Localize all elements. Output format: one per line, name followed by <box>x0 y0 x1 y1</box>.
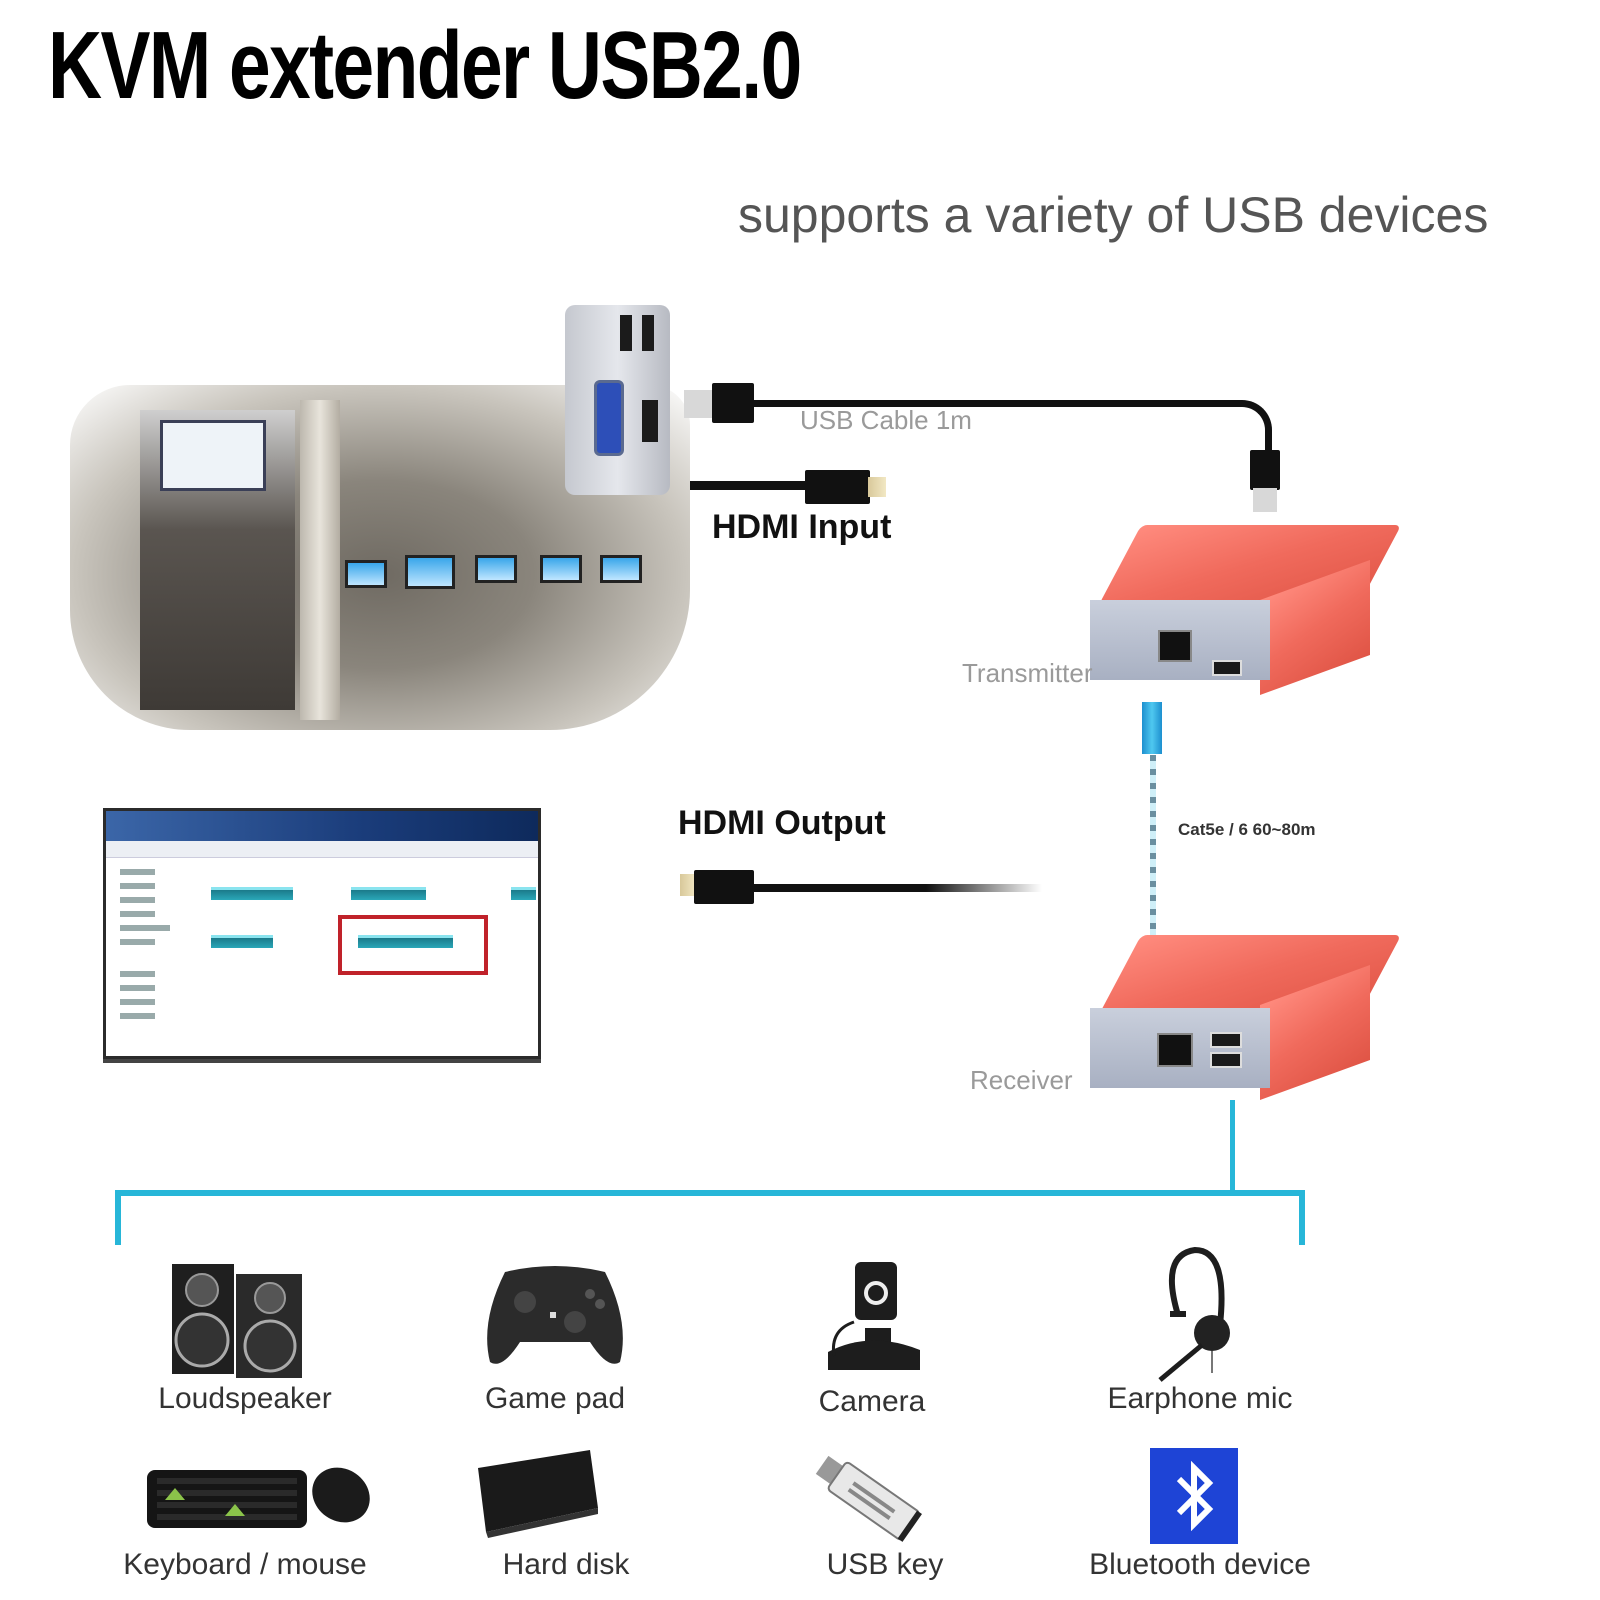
rj45-plug-icon <box>1142 702 1162 754</box>
usb-drive-highlight <box>338 915 488 975</box>
device-label-keyboard-mouse: Keyboard / mouse <box>123 1548 367 1581</box>
usb-tree-left-drop <box>115 1190 121 1245</box>
receiver-label: Receiver <box>970 1065 1073 1095</box>
device-label-earphone-mic: Earphone mic <box>1107 1382 1293 1415</box>
drive-usage-bar <box>511 887 536 900</box>
hdmi-plug-icon <box>805 470 870 504</box>
workstation-monitor <box>475 555 517 583</box>
hdmi-plug-tip <box>680 874 696 896</box>
hard-disk-icon <box>472 1448 602 1538</box>
usb-port-icon <box>642 315 654 351</box>
rj45-port-icon <box>1158 630 1192 662</box>
sidebar-item <box>120 925 170 931</box>
rj45-port-icon <box>1157 1033 1193 1067</box>
hdmi-output-label: HDMI Output <box>678 804 886 842</box>
sidebar-item <box>120 999 155 1005</box>
vga-port-icon <box>594 380 624 456</box>
device-label-loudspeaker: Loudspeaker <box>158 1382 332 1415</box>
hdmi-plug-icon <box>694 870 754 904</box>
gamepad-icon <box>480 1262 630 1372</box>
workstation-monitor <box>345 560 387 588</box>
usb-cable <box>752 400 1232 407</box>
workstation-monitor <box>540 555 582 583</box>
drive-usage-bar <box>211 887 293 900</box>
device-label-gamepad: Game pad <box>484 1382 626 1415</box>
headset-icon <box>1140 1245 1250 1385</box>
workstation-monitor <box>405 555 455 589</box>
usb-cable-label: USB Cable 1m <box>800 405 972 435</box>
usb-drive-usage-bar <box>358 935 453 948</box>
device-label-usb-key: USB key <box>826 1548 944 1581</box>
subtitle: supports a variety of USB devices <box>738 187 1489 243</box>
sidebar-item <box>120 939 155 945</box>
page-title: KVM extender USB2.0 <box>48 12 802 119</box>
sidebar-item <box>120 869 155 875</box>
transmitter-label: Transmitter <box>962 658 1093 688</box>
hdmi-input-cable <box>690 481 810 490</box>
sidebar-item <box>120 1013 155 1019</box>
usb-a-port-icon <box>1210 1032 1242 1048</box>
usb-cable-bend <box>1220 400 1272 467</box>
bluetooth-icon <box>1150 1448 1238 1544</box>
cat5e-label: Cat5e / 6 60~80m <box>1178 820 1316 839</box>
usb-a-port-icon <box>1212 660 1242 676</box>
drive-usage-bar <box>351 887 426 900</box>
hdmi-input-label: HDMI Input <box>712 508 892 546</box>
keyboard-mouse-icon <box>145 1460 375 1530</box>
hdmi-port-icon <box>642 400 658 442</box>
loudspeaker-icon <box>170 1262 310 1380</box>
drive-usage-bar <box>211 935 273 948</box>
explorer-titlebar <box>106 811 538 841</box>
device-label-bluetooth: Bluetooth device <box>1089 1548 1311 1581</box>
sidebar-item <box>120 911 155 917</box>
rack-screen <box>160 420 266 491</box>
pillar <box>300 400 340 720</box>
workstation-monitor <box>600 555 642 583</box>
hdmi-output-cable <box>752 884 1042 892</box>
usb-plug-tip <box>684 390 714 418</box>
display-monitor <box>103 808 541 1059</box>
device-label-hard-disk: Hard disk <box>502 1548 630 1581</box>
usb-tree-stem <box>1230 1100 1235 1195</box>
sidebar-item <box>120 883 155 889</box>
cat5e-cable <box>1150 755 1156 955</box>
usb-key-icon <box>808 1450 928 1545</box>
hdmi-plug-tip <box>868 477 886 497</box>
usb-tree-bus <box>115 1190 1305 1196</box>
webcam-icon <box>820 1260 930 1380</box>
sidebar-item <box>120 897 155 903</box>
usb-plug-tip <box>1253 488 1277 512</box>
sidebar-item <box>120 985 155 991</box>
usb-port-icon <box>620 315 632 351</box>
explorer-toolbar <box>106 841 538 858</box>
usb-a-port-icon <box>1210 1052 1242 1068</box>
usb-tree-right-drop <box>1299 1190 1305 1245</box>
usb-plug-icon <box>712 383 754 423</box>
device-label-camera: Camera <box>818 1385 926 1418</box>
usb-plug-icon <box>1250 450 1280 490</box>
sidebar-item <box>120 971 155 977</box>
